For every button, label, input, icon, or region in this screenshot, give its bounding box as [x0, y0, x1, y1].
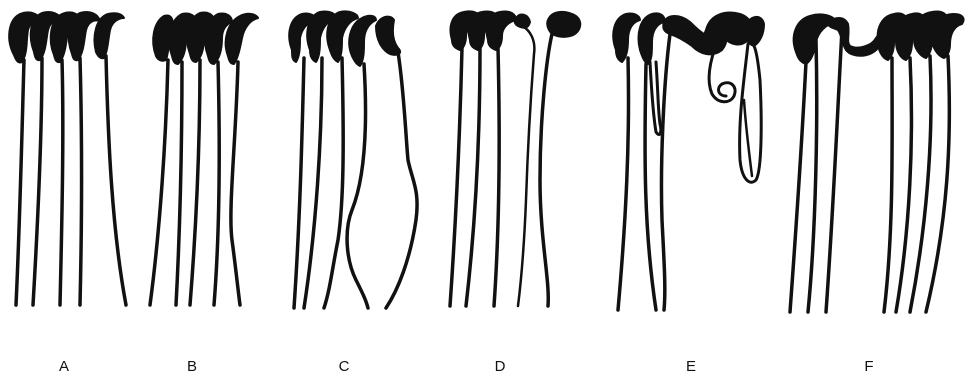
- seedling: [376, 17, 417, 308]
- seedling: [613, 13, 640, 310]
- seedling: [347, 16, 376, 308]
- seedling: [226, 14, 258, 305]
- seedling: [450, 11, 480, 306]
- seedling: [661, 16, 726, 310]
- panel-f-seedlings: [790, 11, 964, 312]
- seedling: [304, 11, 336, 308]
- seedling: [95, 13, 127, 305]
- panel-label-a: A: [59, 358, 69, 375]
- seedling: [150, 15, 173, 305]
- panel-c-seedlings: [289, 11, 417, 308]
- panel-e-seedlings: [613, 13, 764, 310]
- seedling: [69, 12, 100, 305]
- seedling: [826, 18, 880, 312]
- panel-a-seedlings: [9, 12, 126, 305]
- seedling: [540, 12, 580, 306]
- seedling: [515, 15, 535, 306]
- panel-label-b: B: [187, 358, 197, 375]
- seedling: [466, 11, 498, 306]
- panel-label-f: F: [864, 358, 873, 375]
- panel-label-c: C: [339, 358, 350, 375]
- panel-label-d: D: [495, 358, 506, 375]
- panel-d-seedlings: [450, 11, 580, 306]
- seedling: [487, 11, 517, 306]
- seedling: [896, 13, 925, 312]
- panel-b-seedlings: [150, 12, 258, 305]
- panel-label-e: E: [686, 358, 696, 375]
